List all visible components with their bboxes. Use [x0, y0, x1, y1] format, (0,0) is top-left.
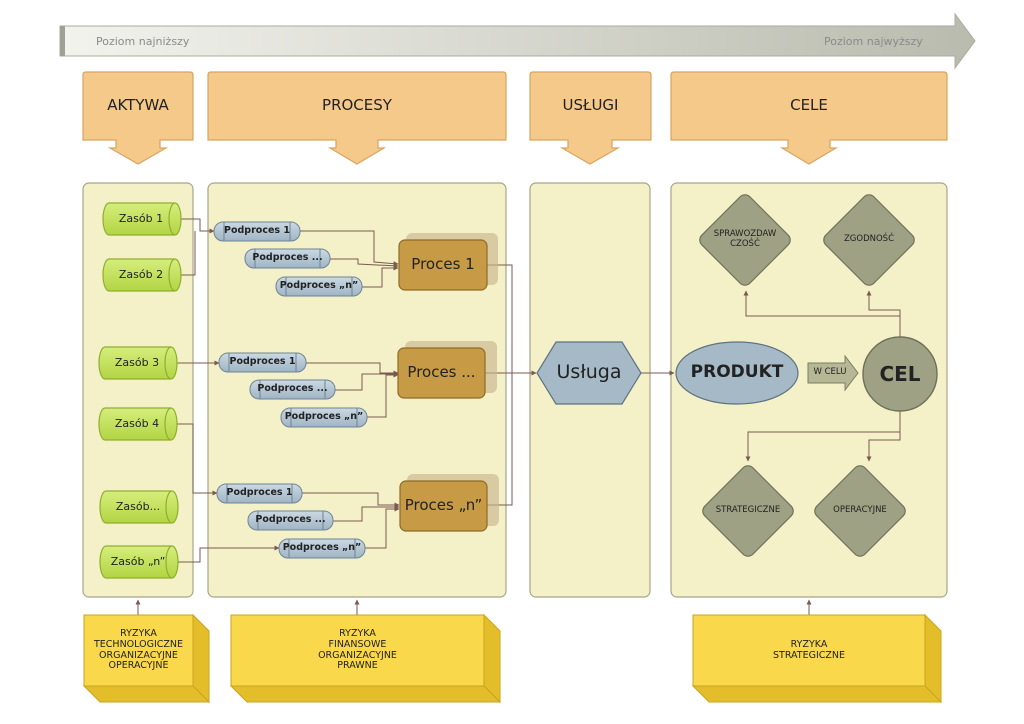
- goal-type-operational: OPERACYJNE: [833, 505, 887, 516]
- level-lowest-label: Poziom najniższy: [96, 34, 190, 48]
- resources: [98, 202, 182, 579]
- header-procesy: [207, 71, 507, 165]
- subprocess-label: Podproces 1: [224, 225, 290, 237]
- subprocess-label: Podproces ...: [255, 514, 326, 526]
- purpose-arrow: [807, 354, 859, 392]
- goal-circle: [862, 336, 938, 412]
- resource-label: Zasób 3: [114, 355, 160, 369]
- column-header-cele: CELE: [790, 96, 828, 115]
- risk-label-aktywa: RYZYKA TECHNOLOGICZNE ORGANIZACYJNE OPER…: [93, 627, 183, 672]
- resource-label: Zasób...: [115, 499, 161, 513]
- goal-type-strategic: STRATEGICZNE: [715, 505, 781, 516]
- product-ellipse: [675, 341, 799, 405]
- goal-label: CEL: [879, 361, 921, 386]
- header-cele: [670, 71, 948, 165]
- goal-type-reporting: SPRAWOZDAW CZOŚĆ: [713, 229, 777, 249]
- service-label: Usługa: [556, 361, 622, 384]
- process-label: Proces 1: [411, 255, 475, 274]
- risk-boxes: [82, 613, 943, 704]
- subprocesses: [213, 221, 368, 559]
- product-label: PRODUKT: [690, 362, 784, 383]
- level-highest-label: Poziom najwyższy: [824, 34, 923, 48]
- resource-label: Zasób „n”: [110, 554, 166, 568]
- risk-label-cele: RYZYKA STRATEGICZNE: [772, 638, 846, 661]
- header-aktywa: [82, 71, 194, 165]
- goal-diamonds: [699, 194, 915, 557]
- service-hexagon: [536, 341, 642, 405]
- header-uslugi: [529, 71, 652, 165]
- subprocess-label: Podproces „n”: [282, 542, 362, 554]
- column-header-uslugi: USŁUGI: [562, 96, 619, 115]
- connectors: [135, 218, 901, 615]
- processes: [397, 233, 499, 532]
- resource-label: Zasób 4: [114, 416, 160, 430]
- subprocess-label: Podproces 1: [226, 487, 293, 499]
- resource-label: Zasób 2: [118, 267, 164, 281]
- risk-label-procesy: RYZYKA FINANSOWE ORGANIZACYJNE PRAWNE: [318, 627, 397, 672]
- process-label: Proces „n”: [404, 496, 483, 515]
- column-header-aktywa: AKTYWA: [107, 96, 169, 115]
- panel-aktywa: [82, 182, 194, 598]
- subprocess-label: Podproces „n”: [284, 411, 364, 423]
- purpose-label: W CELU: [813, 367, 847, 378]
- goal-type-compliance: ZGODNOŚĆ: [843, 234, 895, 245]
- level-arrow: [59, 12, 976, 70]
- subprocess-label: Podproces ...: [252, 252, 323, 264]
- resource-label: Zasób 1: [118, 211, 164, 225]
- subprocess-label: Podproces ...: [257, 383, 328, 395]
- process-label: Proces ...: [407, 363, 476, 382]
- subprocess-label: Podproces „n”: [279, 280, 359, 292]
- subprocess-label: Podproces 1: [229, 356, 296, 368]
- column-header-procesy: PROCESY: [322, 96, 392, 115]
